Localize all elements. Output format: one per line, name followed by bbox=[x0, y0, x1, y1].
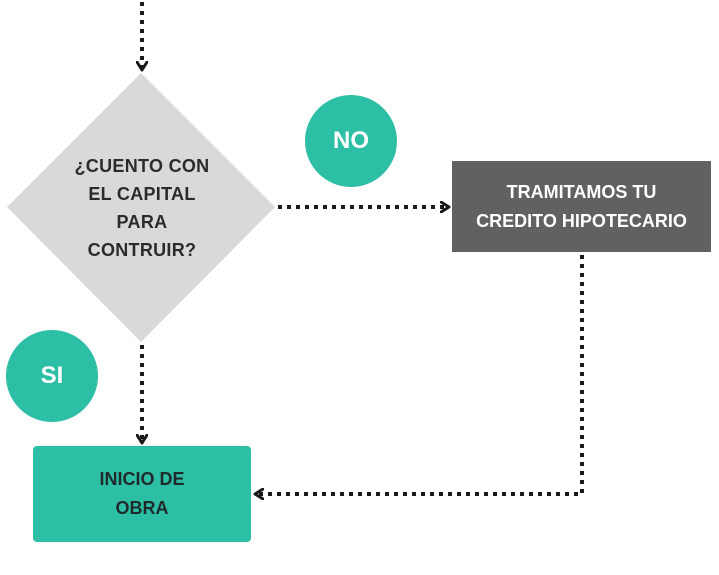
decision-question: ¿CUENTO CON EL CAPITAL PARA CONTRUIR? bbox=[74, 156, 210, 260]
credit-box-bg bbox=[452, 161, 711, 252]
no-label: NO bbox=[333, 127, 369, 154]
credit-box-text: TRAMITAMOS TU CREDITO HIPOTECARIO bbox=[476, 181, 687, 231]
connector-credit-to-obra bbox=[255, 255, 584, 494]
obra-box-bg bbox=[33, 446, 251, 542]
decision-diamond bbox=[7, 73, 275, 342]
no-circle-bg bbox=[305, 95, 397, 187]
si-label: SI bbox=[40, 362, 64, 389]
obra-box-text: INICIO DE OBRA bbox=[99, 469, 185, 518]
si-circle-bg bbox=[6, 330, 98, 422]
